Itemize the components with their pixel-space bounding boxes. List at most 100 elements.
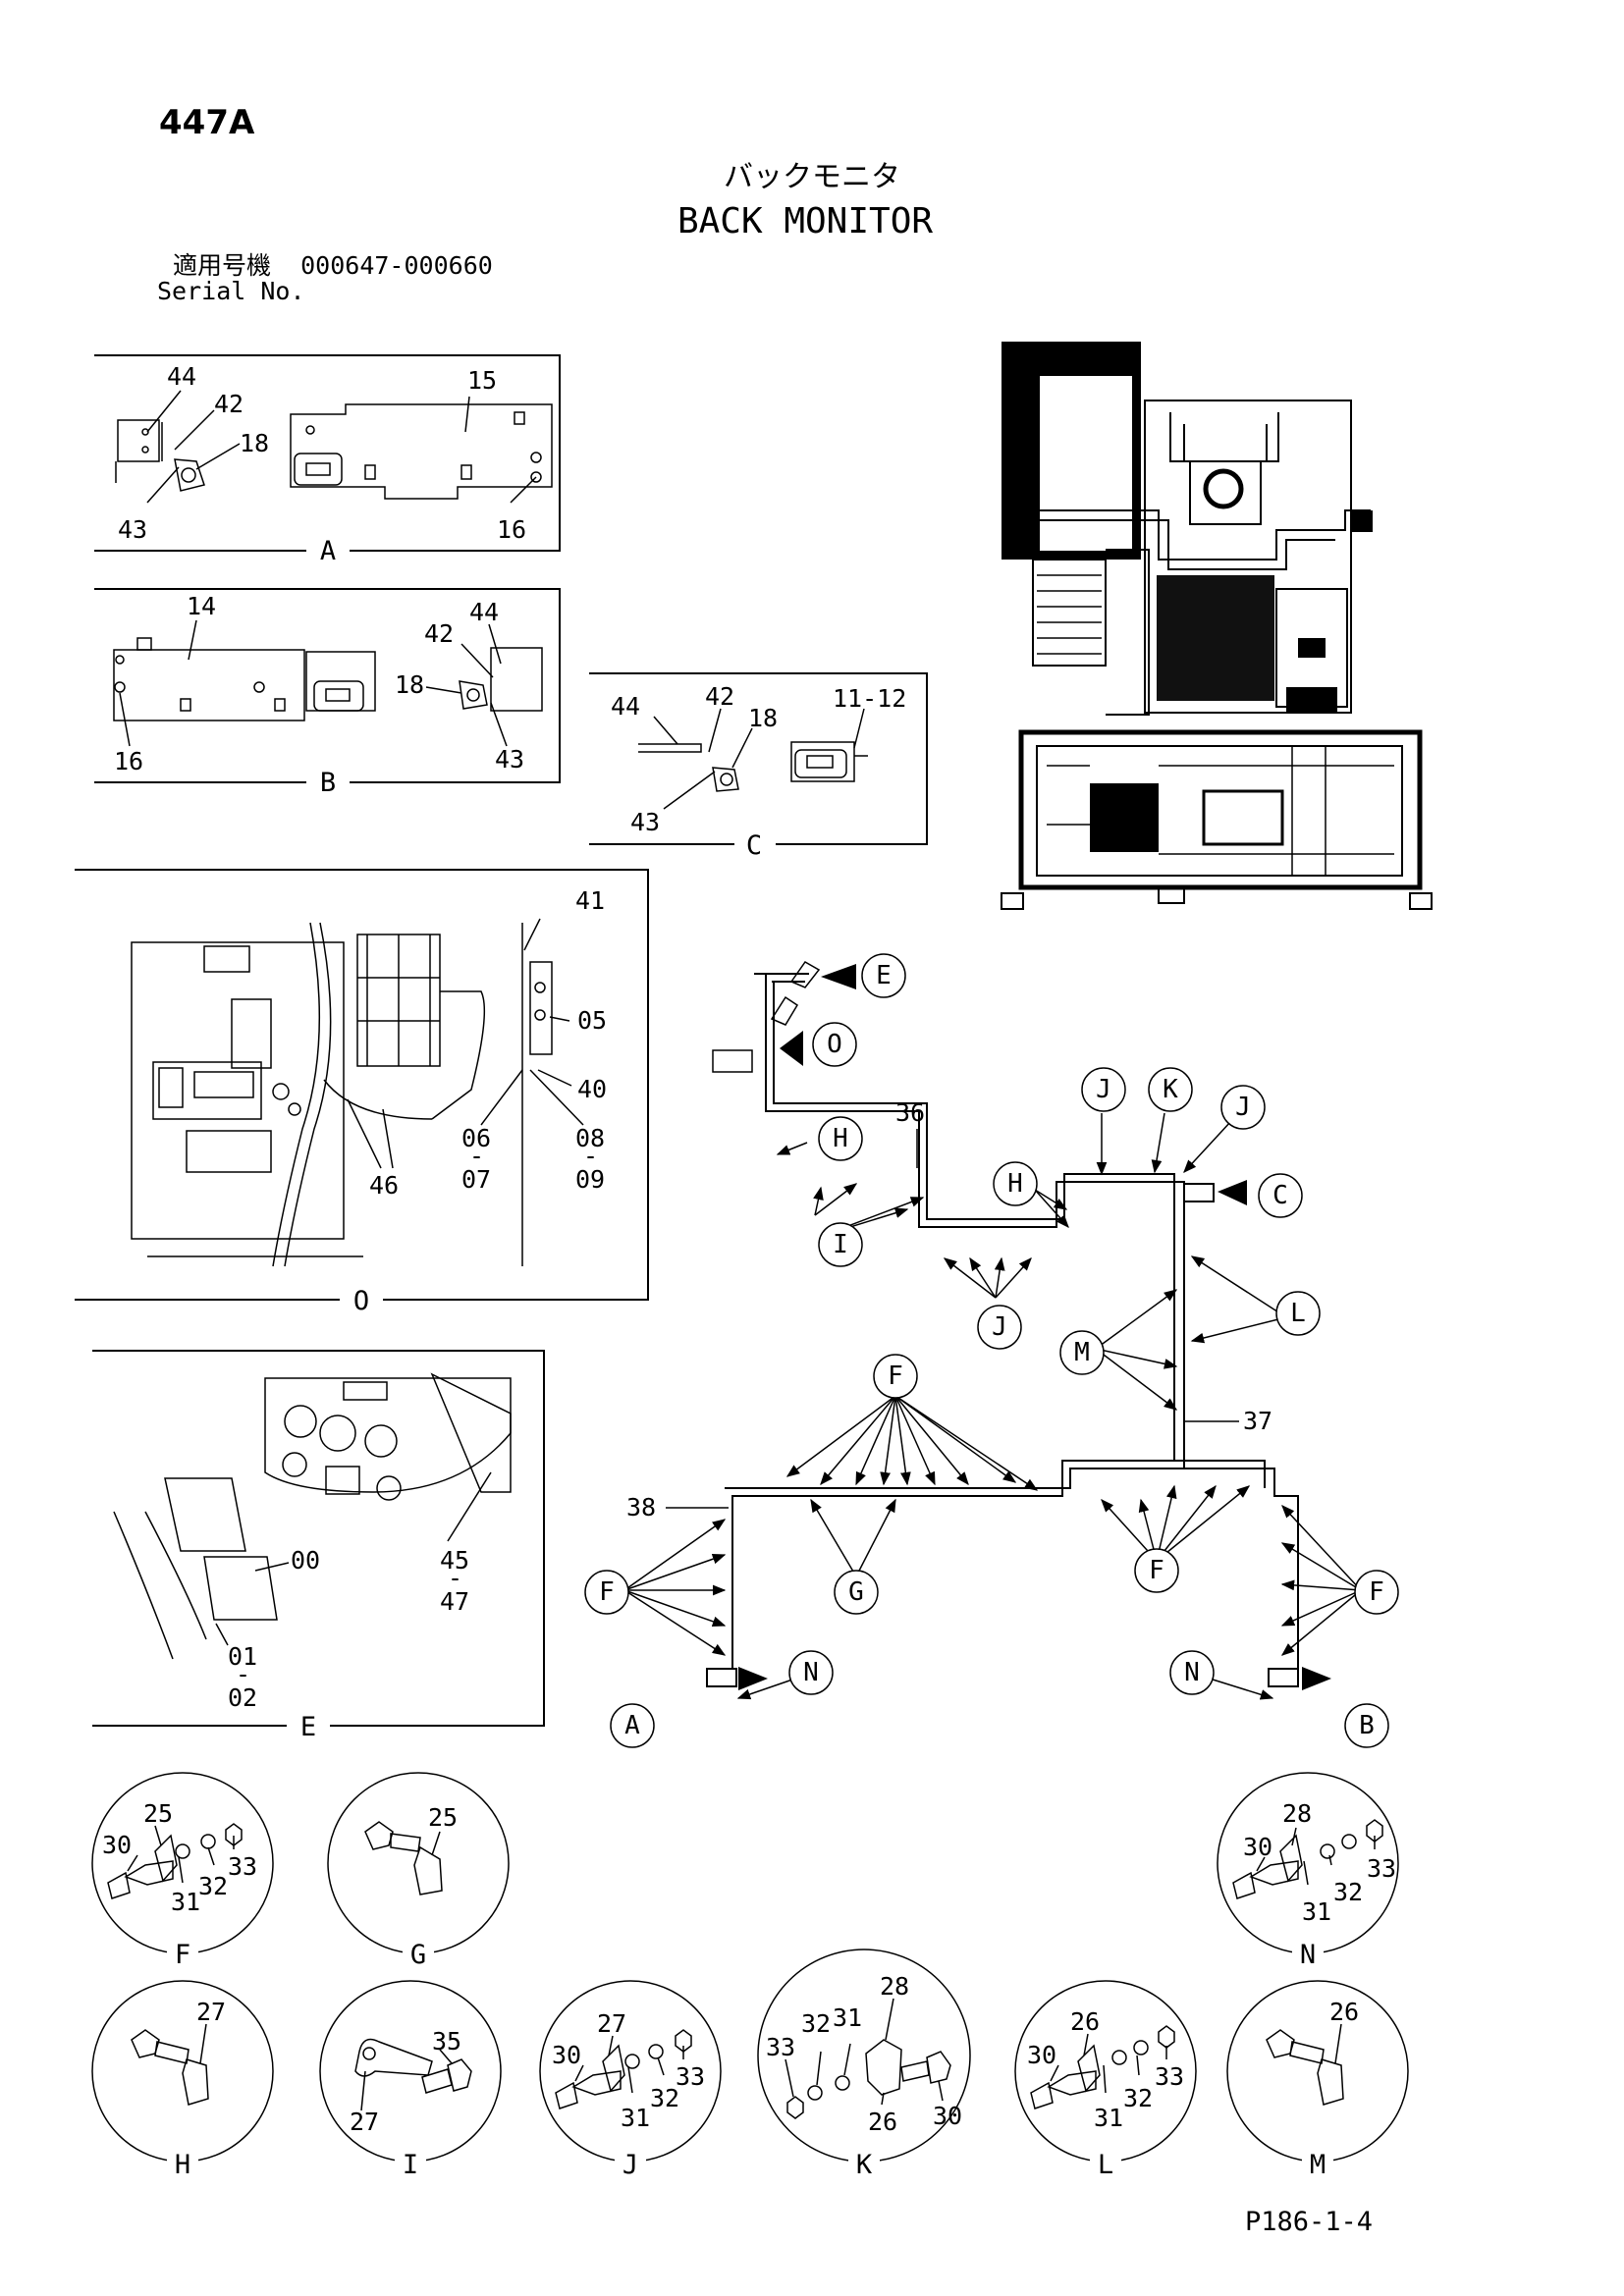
callout-05: 05 [577,1006,607,1035]
clamp-detail-m: M 26 [1226,1980,1409,2180]
title-japanese: バックモニタ [724,160,900,194]
callout-28: 28 [1282,1799,1312,1828]
callout-18: 18 [395,670,424,699]
bubble-j: J [1235,1093,1251,1122]
callout-28: 28 [880,1972,909,2001]
detail-view-o: O 41 05 40 46 06 - 07 08 - 09 [75,869,649,1316]
callout-33: 33 [766,2033,795,2061]
callout-41: 41 [575,886,605,915]
callout-32: 32 [198,1872,228,1900]
bubble-e: E [876,961,892,990]
callout-42: 42 [214,390,244,418]
callout-33: 33 [1367,1854,1396,1883]
clamp-detail-n: N 28 30 32 33 31 [1217,1772,1399,1970]
callout-35: 35 [432,2027,461,2056]
detail-c-caption: C [746,830,762,861]
callout-00: 00 [291,1546,320,1575]
bubble-j: J [1096,1075,1111,1104]
callout-44: 44 [611,692,640,721]
callout-26: 26 [1070,2007,1100,2036]
callout-27: 27 [597,2009,626,2038]
detail-view-c: C 44 42 18 11-12 43 [589,672,928,861]
callout-31: 31 [1302,1897,1331,1926]
callout-25: 25 [143,1799,173,1828]
callout-15: 15 [467,366,497,395]
callout-31: 31 [1094,2104,1123,2132]
clamp-detail-g: G 25 [327,1772,510,1970]
callout-43: 43 [495,745,524,774]
callout-45: 45 [440,1546,469,1575]
machine-top-view [1001,342,1433,910]
callout-separator: - [448,1564,462,1592]
bubble-a: A [624,1711,640,1740]
bubble-o: O [827,1030,842,1059]
wire-label-37: 37 [1243,1407,1272,1435]
callout-31: 31 [171,1888,200,1916]
bubble-j: J [992,1312,1007,1342]
detail-view-a: A 44 42 18 15 43 16 [94,354,561,566]
callout-11-12: 11-12 [833,684,906,713]
wire-label-38: 38 [626,1493,656,1522]
callout-33: 33 [1155,2062,1184,2091]
callout-30: 30 [1243,1833,1272,1861]
title-english: BACK MONITOR [677,201,934,241]
callout-separator: - [236,1660,250,1688]
bubble-b: B [1359,1711,1375,1740]
callout-18: 18 [748,704,778,732]
clamp-g-caption: G [410,1940,426,1970]
harness-routing: 36 37 38 [584,953,1399,1748]
bubble-h: H [833,1124,848,1153]
callout-16: 16 [114,747,143,775]
clamp-m-caption: M [1310,2150,1326,2180]
clamp-i-caption: I [403,2150,418,2180]
callout-01: 01 [228,1642,257,1671]
bubble-n: N [1184,1658,1200,1687]
clamp-h-caption: H [175,2150,190,2180]
clamp-detail-l: L 26 30 32 33 31 [1014,1980,1197,2180]
clamp-detail-j: J 27 30 32 33 31 [539,1980,722,2180]
callout-33: 33 [228,1852,257,1881]
callout-32: 32 [650,2084,679,2112]
callout-27: 27 [196,1998,226,2026]
serial-range: 000647-000660 [300,251,493,280]
callout-25: 25 [428,1803,458,1832]
serial-label-english: Serial No. [157,277,305,305]
bubble-f: F [1369,1577,1384,1607]
callout-30: 30 [552,2041,581,2069]
serial-line-japanese: 適用号機 000647-000660 [173,253,493,278]
bubble-f: F [599,1577,615,1607]
clamp-k-caption: K [856,2150,873,2180]
callout-31: 31 [621,2104,650,2132]
callout-30: 30 [102,1831,132,1859]
bubble-f: F [1149,1556,1164,1585]
callout-separator: - [469,1142,484,1170]
callout-42: 42 [705,682,734,711]
clamp-f-caption: F [175,1940,190,1970]
callout-46: 46 [369,1171,399,1200]
bubble-c: C [1272,1181,1288,1210]
detail-b-caption: B [320,768,336,798]
clamp-detail-k: K 28 33 32 31 30 26 [757,1949,971,2180]
callout-08: 08 [575,1124,605,1152]
callout-18: 18 [240,429,269,457]
bubble-k: K [1163,1075,1178,1104]
callout-16: 16 [497,515,526,544]
clamp-j-caption: J [623,2150,638,2180]
callout-02: 02 [228,1683,257,1712]
bubble-l: L [1290,1299,1306,1328]
callout-09: 09 [575,1165,605,1194]
callout-42: 42 [424,619,454,648]
clamp-detail-f: F 25 30 32 33 31 [91,1772,274,1970]
callout-14: 14 [187,592,216,620]
detail-view-e: E 00 45 - 47 01 - 02 [92,1350,545,1742]
detail-a-caption: A [320,536,336,566]
callout-27: 27 [350,2108,379,2136]
serial-label-japanese: 適用号機 [173,251,272,280]
callout-43: 43 [630,808,660,836]
detail-o-caption: O [353,1286,369,1316]
callout-separator: - [583,1142,598,1170]
callout-30: 30 [933,2102,962,2130]
callout-47: 47 [440,1587,469,1616]
clamp-l-caption: L [1098,2150,1113,2180]
callout-40: 40 [577,1075,607,1103]
